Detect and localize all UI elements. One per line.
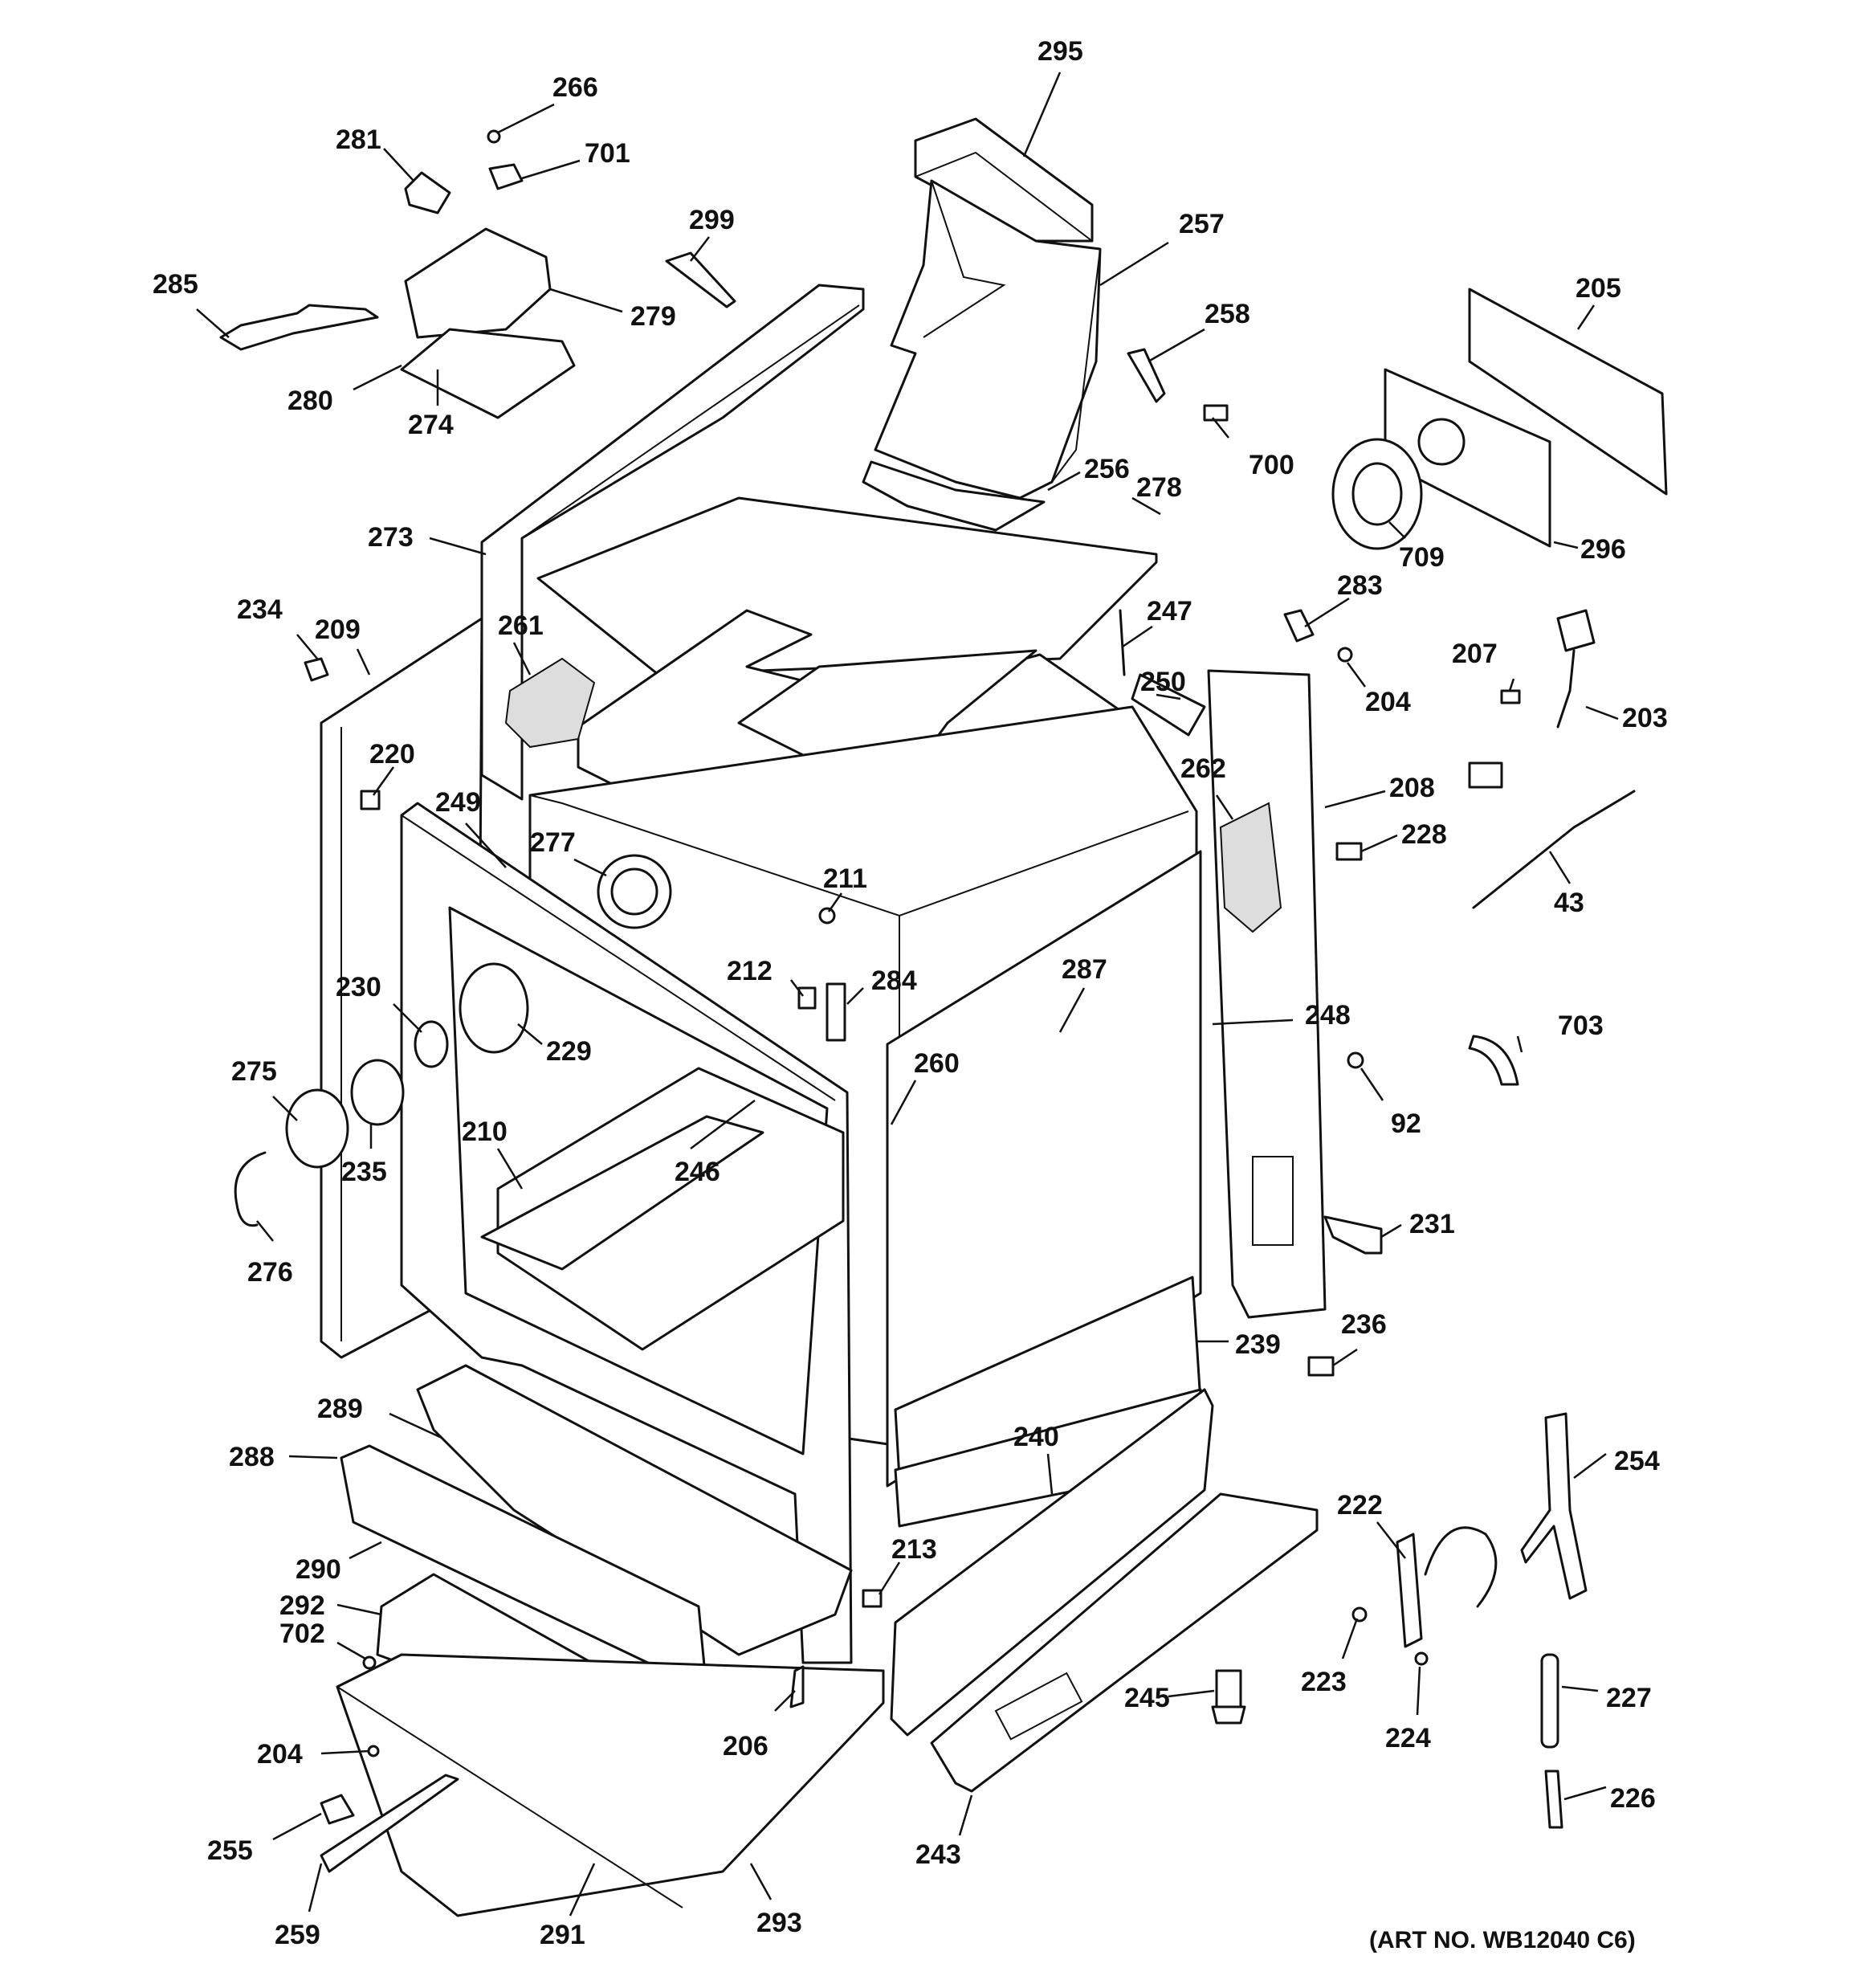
callout-224: 224 — [1385, 1723, 1431, 1753]
callout-222: 222 — [1337, 1490, 1383, 1521]
callout-709: 709 — [1399, 542, 1445, 573]
callout-292: 292 — [279, 1590, 325, 1621]
part-262-insulation — [1219, 802, 1282, 933]
callout-299: 299 — [689, 205, 735, 235]
callout-702: 702 — [279, 1619, 325, 1649]
callout-220: 220 — [369, 739, 415, 769]
callout-296: 296 — [1580, 534, 1626, 565]
callout-245: 245 — [1124, 1683, 1170, 1713]
callout-280: 280 — [287, 386, 333, 416]
callout-262: 262 — [1180, 753, 1226, 784]
callout-213: 213 — [891, 1534, 937, 1565]
callout-210: 210 — [462, 1116, 508, 1147]
callout-239: 239 — [1235, 1329, 1281, 1360]
callout-261: 261 — [498, 610, 544, 641]
callout-295: 295 — [1037, 36, 1083, 67]
art-number: (ART NO. WB12040 C6) — [1369, 1927, 1636, 1953]
part-246-rack-support — [480, 1115, 764, 1271]
callout-227: 227 — [1606, 1683, 1652, 1713]
callout-250: 250 — [1140, 667, 1186, 697]
callout-246: 246 — [675, 1157, 720, 1187]
callout-248: 248 — [1305, 1000, 1351, 1031]
part-259-rail — [320, 1774, 459, 1873]
callout-205: 205 — [1576, 273, 1621, 304]
callout-236: 236 — [1341, 1309, 1387, 1340]
callout-700: 700 — [1249, 450, 1294, 480]
callout-287: 287 — [1062, 954, 1107, 985]
callout-291: 291 — [540, 1920, 585, 1950]
part-289-broiler-drawer — [416, 1364, 853, 1656]
part-273-side-panel — [480, 284, 865, 801]
callout-284: 284 — [871, 965, 917, 996]
callout-230: 230 — [336, 972, 381, 1002]
callout-labels: 295 266 281 701 299 257 285 279 258 205 … — [153, 36, 1668, 1950]
callout-281: 281 — [336, 125, 381, 155]
callout-257: 257 — [1179, 209, 1225, 239]
small-hardware — [219, 129, 1668, 1829]
part-295-duct-cap — [914, 117, 1094, 243]
callout-229: 229 — [546, 1036, 592, 1067]
callout-43: 43 — [1554, 888, 1584, 918]
part-248-right-side-panel — [1207, 669, 1327, 1319]
callout-226: 226 — [1610, 1783, 1656, 1814]
part-261-insulation — [504, 657, 596, 749]
callout-223: 223 — [1301, 1667, 1347, 1697]
callout-204b: 204 — [257, 1739, 303, 1770]
callout-288: 288 — [229, 1442, 275, 1472]
callout-266: 266 — [552, 72, 598, 103]
callout-283: 283 — [1337, 570, 1383, 601]
callout-285: 285 — [153, 269, 198, 300]
part-278-top-insulation — [536, 496, 1158, 676]
leader-lines — [196, 71, 1619, 1917]
callout-278: 278 — [1136, 472, 1182, 503]
callout-254: 254 — [1614, 1446, 1660, 1476]
callout-289: 289 — [317, 1394, 363, 1424]
callout-243: 243 — [915, 1839, 961, 1870]
callout-293: 293 — [756, 1908, 802, 1938]
callout-260: 260 — [914, 1048, 960, 1079]
callout-703: 703 — [1558, 1010, 1604, 1041]
callout-208: 208 — [1389, 773, 1435, 803]
callout-231: 231 — [1409, 1209, 1455, 1239]
callout-701: 701 — [585, 138, 630, 169]
callout-277: 277 — [530, 827, 576, 858]
callout-290: 290 — [296, 1554, 341, 1585]
part-257-flue-duct — [874, 179, 1102, 500]
callout-256: 256 — [1084, 454, 1130, 484]
callout-234: 234 — [237, 594, 283, 625]
part-291-293-bottom-panel — [336, 1653, 885, 1917]
callout-255: 255 — [207, 1835, 253, 1866]
callout-235: 235 — [341, 1157, 387, 1187]
callout-249: 249 — [435, 787, 481, 818]
callout-212: 212 — [727, 956, 773, 986]
part-256-duct-gasket — [862, 460, 1046, 532]
callout-247: 247 — [1147, 596, 1192, 627]
callout-204: 204 — [1365, 687, 1411, 717]
callout-273: 273 — [368, 522, 414, 553]
part-243-burner-assembly — [930, 1492, 1319, 1793]
callout-228: 228 — [1401, 819, 1447, 850]
callout-274: 274 — [408, 410, 454, 440]
callout-275: 275 — [231, 1056, 277, 1087]
callout-279: 279 — [630, 301, 676, 332]
callout-203: 203 — [1622, 703, 1668, 733]
part-210-oven-bottom — [496, 1067, 845, 1351]
callout-209: 209 — [315, 614, 361, 645]
callout-211: 211 — [823, 863, 867, 894]
callout-259: 259 — [275, 1920, 320, 1950]
part-240-toe-kick — [890, 1388, 1214, 1737]
callout-258: 258 — [1205, 299, 1250, 329]
callout-207: 207 — [1452, 639, 1498, 669]
callout-240: 240 — [1013, 1422, 1059, 1452]
callout-92: 92 — [1391, 1108, 1421, 1139]
callout-206: 206 — [723, 1731, 768, 1761]
callout-276: 276 — [247, 1257, 293, 1288]
